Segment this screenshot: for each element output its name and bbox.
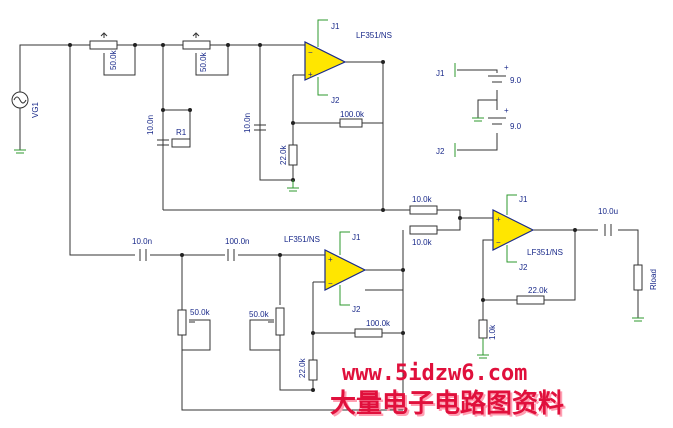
svg-text:J2: J2	[352, 305, 361, 314]
cap-out: 10.0u	[598, 207, 618, 236]
opamp-model: LF351/NS	[284, 235, 320, 244]
svg-text:22.0k: 22.0k	[528, 286, 549, 295]
svg-text:10.0u: 10.0u	[598, 207, 618, 216]
svg-text:10.0n: 10.0n	[146, 115, 155, 135]
svg-text:22.0k: 22.0k	[298, 357, 307, 378]
res-fb-bot: 100.0k	[354, 319, 391, 338]
svg-text:−: −	[328, 279, 333, 288]
cap-bot-2: 100.0n	[225, 237, 249, 261]
svg-text:−: −	[496, 238, 501, 247]
battery-1: + 9.0	[488, 63, 522, 85]
svg-text:J2: J2	[331, 96, 340, 105]
svg-text:50.0k: 50.0k	[199, 51, 208, 72]
res-sum-1: 10.0k	[409, 195, 438, 215]
cap-bot-1: 10.0n	[132, 237, 152, 261]
svg-text:10.0k: 10.0k	[412, 195, 433, 204]
svg-text:−: −	[308, 48, 313, 57]
junctions	[68, 43, 577, 392]
watermark-url: www.5idzw6.com	[342, 361, 527, 386]
svg-text:+: +	[504, 106, 509, 115]
svg-text:50.0k: 50.0k	[249, 310, 270, 319]
opamp-model: LF351/NS	[527, 248, 563, 257]
svg-text:J1: J1	[519, 195, 528, 204]
opamp-model: LF351/NS	[356, 31, 392, 40]
pot-top-2: 50.0k	[182, 32, 211, 72]
svg-text:J2: J2	[436, 147, 445, 156]
svg-text:100.0n: 100.0n	[225, 237, 249, 246]
signal-source: VG1	[11, 91, 40, 154]
supply-block: J1 J2 + 9.0 + 9.0	[436, 63, 522, 157]
ground-icon	[472, 117, 484, 122]
res-sum-2: 10.0k	[409, 225, 438, 247]
pot-bot-2: 50.0k	[249, 307, 285, 336]
svg-text:J1: J1	[352, 233, 361, 242]
res-fb-out: 22.0k	[516, 286, 549, 305]
svg-text:9.0: 9.0	[510, 76, 522, 85]
watermark: www.5idzw6.com 大量电子电路图资料 大量电子电路图资料	[330, 361, 566, 421]
svg-text:100.0k: 100.0k	[340, 110, 365, 119]
svg-text:R1: R1	[176, 128, 187, 137]
svg-text:50.0k: 50.0k	[109, 49, 118, 70]
svg-text:+: +	[496, 215, 501, 224]
svg-text:10.0n: 10.0n	[132, 237, 152, 246]
wiring	[19, 44, 639, 411]
svg-text:大量电子电路图资料: 大量电子电路图资料	[332, 390, 566, 421]
svg-text:+: +	[308, 70, 313, 79]
svg-text:10.0n: 10.0n	[243, 113, 252, 133]
ground-icon	[477, 338, 489, 359]
svg-text:1.0k: 1.0k	[488, 324, 497, 340]
res-r1: R1	[171, 128, 191, 148]
svg-text:+: +	[328, 255, 333, 264]
source-label: VG1	[31, 101, 40, 118]
svg-text:100.0k: 100.0k	[366, 319, 391, 328]
res-load: Rload	[632, 264, 658, 322]
svg-text:+: +	[504, 63, 509, 72]
res-fb-top: 100.0k	[339, 110, 365, 128]
opamp-2: + − J1 J2 LF351/NS	[284, 231, 367, 314]
svg-text:J1: J1	[436, 69, 445, 78]
svg-text:Rload: Rload	[649, 269, 658, 290]
svg-text:J2: J2	[519, 263, 528, 272]
svg-text:22.0k: 22.0k	[279, 144, 288, 165]
opamp-3: + − J1 J2 LF351/NS	[492, 194, 563, 272]
ground-icon	[14, 149, 26, 154]
opamp-1: − + J1 J2 LF351/NS	[304, 19, 392, 105]
battery-2: + 9.0	[488, 106, 522, 131]
res-gnd-bot: 22.0k	[298, 357, 318, 381]
svg-text:50.0k: 50.0k	[190, 308, 211, 317]
watermark-title: 大量电子电路图资料	[330, 388, 564, 419]
cap-top-1: 10.0n	[146, 115, 169, 146]
res-gnd-out: 1.0k	[477, 319, 497, 359]
pot-bot-1: 50.0k	[177, 308, 211, 336]
cap-top-2: 10.0n	[243, 113, 266, 133]
ground-icon	[632, 317, 644, 322]
svg-text:J1: J1	[331, 22, 340, 31]
pot-top-1: 50.0k	[89, 32, 118, 70]
svg-text:10.0k: 10.0k	[412, 238, 433, 247]
res-gnd-top: 22.0k	[279, 144, 299, 192]
svg-text:9.0: 9.0	[510, 122, 522, 131]
ground-icon	[287, 180, 299, 192]
